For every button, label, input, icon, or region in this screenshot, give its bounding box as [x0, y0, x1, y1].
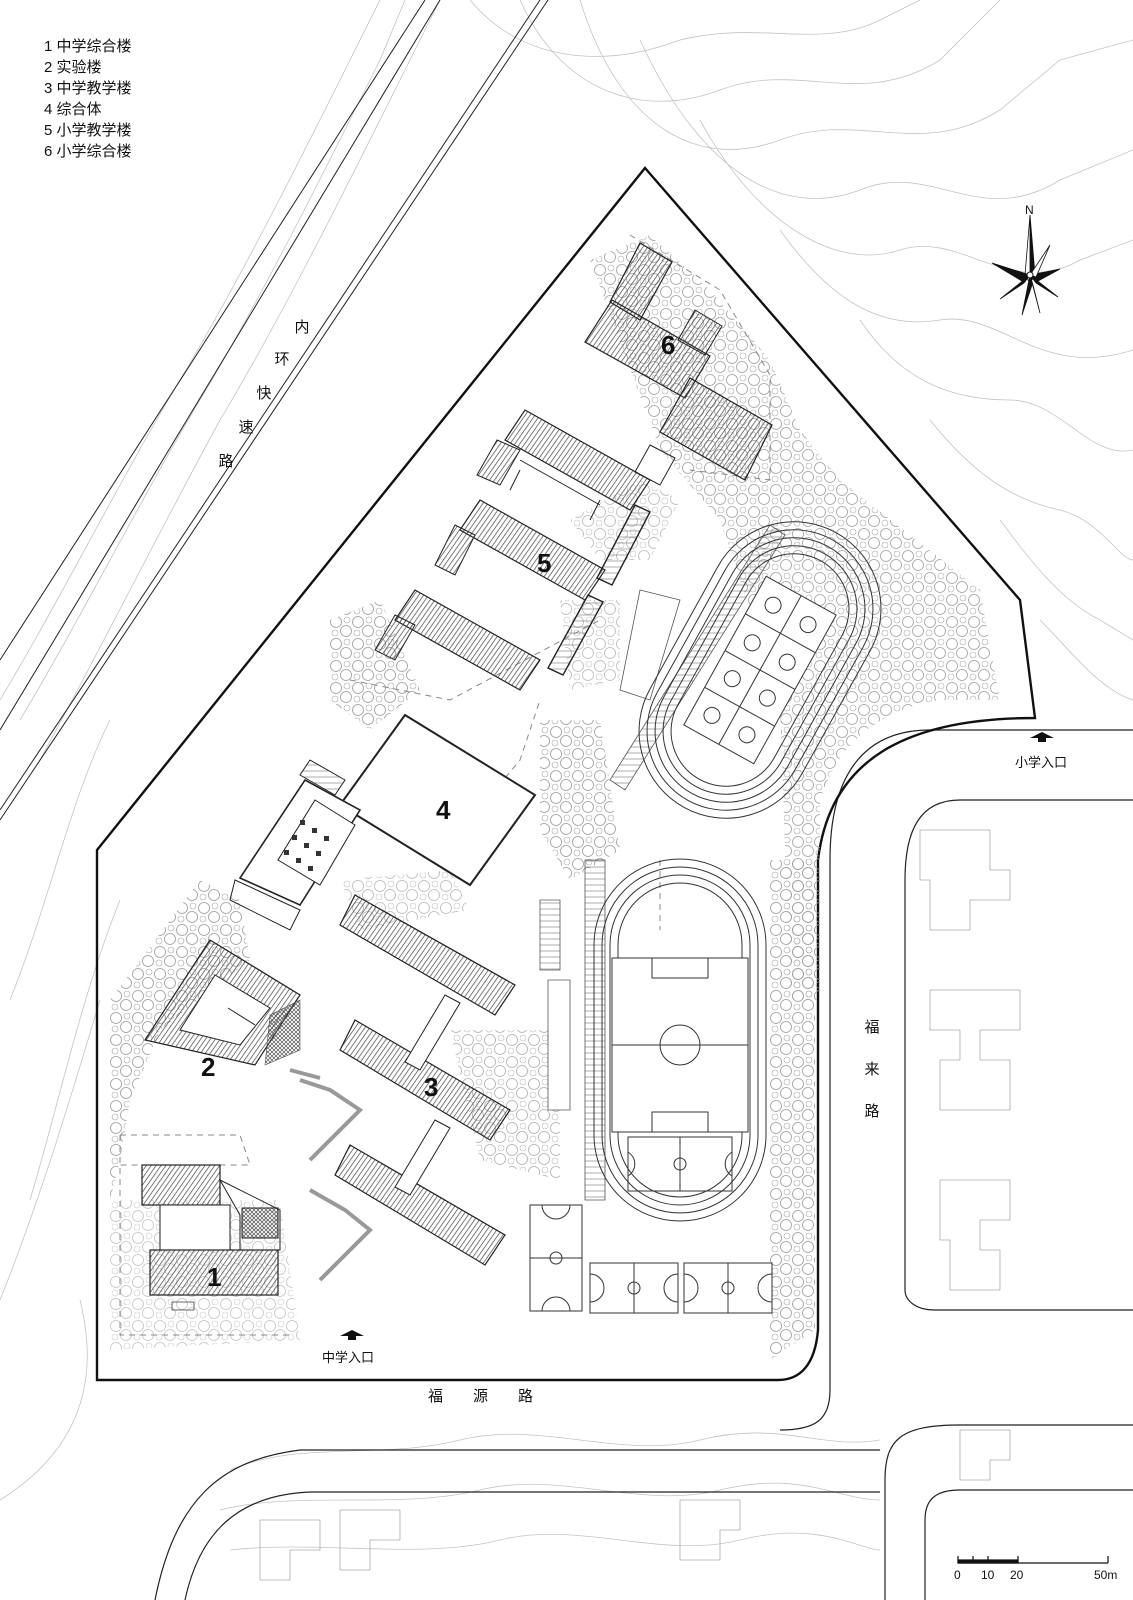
building-4-label: 4 [436, 795, 451, 825]
building-2-label: 2 [201, 1052, 216, 1082]
middle-school-entrance-label: 中学入口 [322, 1350, 375, 1365]
building-6 [584, 242, 773, 486]
expressway-label-char: 路 [218, 453, 234, 470]
fulai-road-label-char: 来 [864, 1061, 880, 1078]
north-label: N [1025, 203, 1034, 217]
building-4 [229, 713, 537, 931]
building-1 [141, 1164, 281, 1311]
legend-item: 4 综合体 [44, 101, 102, 118]
north-arrow-icon [991, 214, 1061, 316]
building-5-label: 5 [537, 548, 552, 578]
fulai-road-label-char: 福 [864, 1019, 880, 1036]
legend-item: 1 中学综合楼 [44, 38, 132, 55]
scale-label: 0 [954, 1568, 961, 1582]
primary-school-entrance-label: 小学入口 [1015, 755, 1068, 770]
scale-label: 10 [981, 1568, 995, 1582]
expressway-label-char: 内 [294, 319, 310, 336]
scale-bar [957, 1556, 1109, 1564]
entrance-arrows [340, 732, 1054, 1340]
fulai-road-label-char: 路 [864, 1103, 880, 1120]
fuyuan-road-label: 福 源 路 [428, 1388, 534, 1405]
expressway-lines [0, 0, 549, 821]
building-5 [374, 409, 651, 691]
legend-item: 5 小学教学楼 [44, 122, 132, 139]
building-6-label: 6 [661, 330, 676, 360]
site-boundary [95, 166, 1037, 1382]
expressway-label-char: 环 [274, 351, 290, 368]
building-3-label: 3 [424, 1072, 439, 1102]
building-3 [334, 894, 516, 1266]
legend-item: 3 中学教学楼 [44, 80, 132, 97]
expressway-label-char: 速 [238, 419, 254, 436]
expressway-label-char: 快 [256, 385, 272, 402]
contour-lines [0, 0, 1133, 1551]
neighbor-buildings [259, 829, 1021, 1581]
legend-item: 6 小学综合楼 [44, 143, 132, 160]
building-1-label: 1 [207, 1262, 222, 1292]
upper-track [638, 521, 882, 819]
stands [539, 524, 786, 1201]
building-2 [144, 939, 301, 1066]
scale-label: 20 [1010, 1568, 1024, 1582]
scale-label: 50m [1094, 1568, 1118, 1582]
road-edges [154, 729, 1133, 1600]
walkways [289, 1068, 373, 1282]
legend: 1 中学综合楼 2 实验楼 3 中学教学楼 4 综合体 5 小学教学楼 6 小学… [44, 36, 132, 162]
legend-item: 2 实验楼 [44, 59, 102, 76]
lower-track [593, 858, 767, 1222]
basketball-courts [529, 1204, 773, 1314]
